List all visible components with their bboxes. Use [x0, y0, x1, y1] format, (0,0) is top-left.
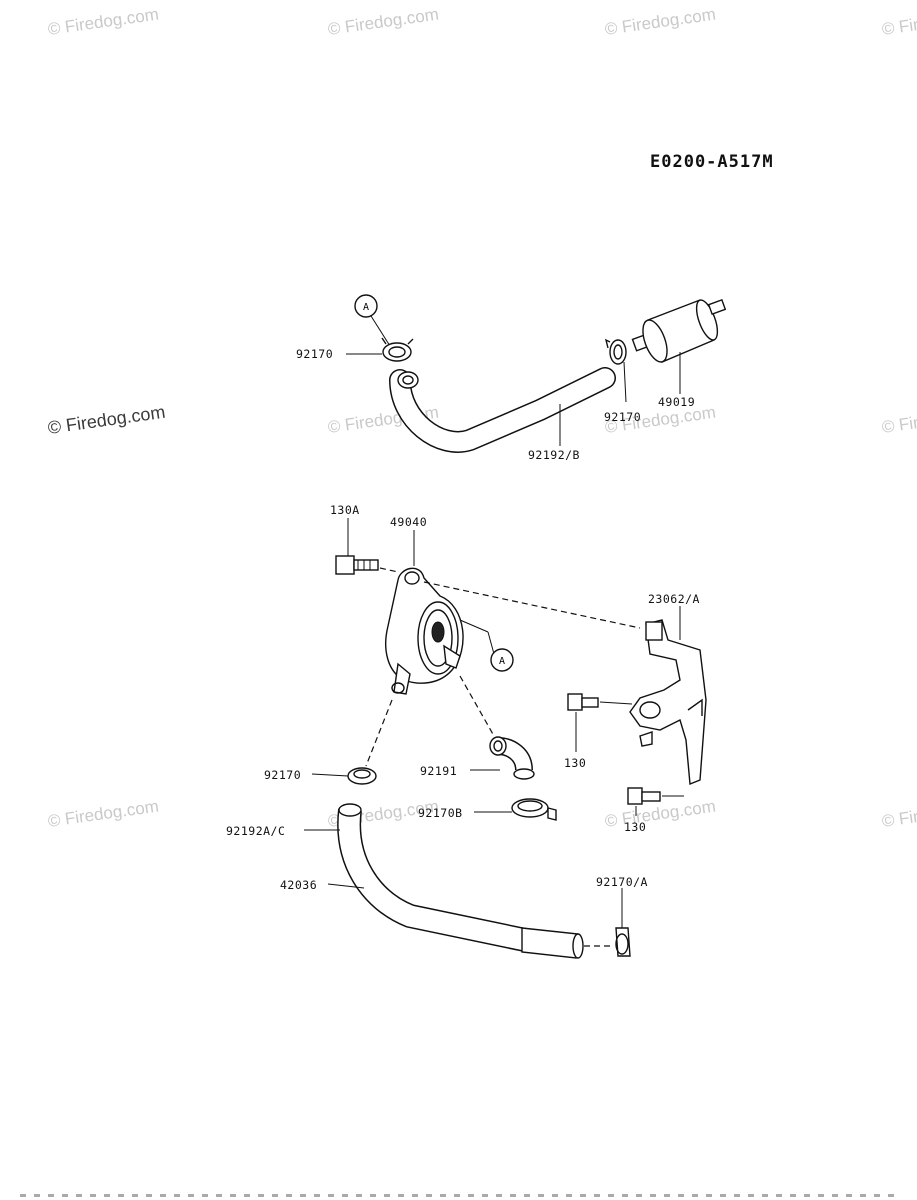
fuel-pump-icon: [385, 530, 641, 695]
part-label-42036: 42036: [280, 878, 318, 892]
fuel-hose-icon: [389, 367, 616, 453]
bracket-icon: [629, 606, 707, 785]
clamp-icon: [584, 888, 631, 957]
fuel-hose-icon: [304, 803, 584, 959]
part-label-130-lower: 130: [624, 820, 647, 834]
part-label-49019: 49019: [658, 395, 696, 409]
clamp-icon: [604, 338, 627, 403]
elbow-hose-icon: [470, 736, 535, 780]
svg-text:A: A: [499, 656, 505, 667]
part-label-130a: 130A: [330, 503, 360, 517]
callout-a-lower: A: [490, 648, 514, 672]
part-label-23062-a: 23062/A: [648, 592, 700, 606]
part-label-49040: 49040: [390, 515, 428, 529]
part-label-92192-b: 92192/B: [528, 448, 580, 462]
svg-text:A: A: [363, 302, 369, 313]
page-edge-marks: [20, 1194, 897, 1197]
part-label-92191: 92191: [420, 764, 458, 778]
clamp-icon: [346, 337, 414, 362]
part-label-92170-top-left: 92170: [296, 347, 334, 361]
bolt-icon: [335, 518, 399, 575]
diagram-code: E0200-A517M: [650, 152, 774, 172]
part-label-92170-a: 92170/A: [596, 875, 648, 889]
bolt-icon: [627, 787, 684, 816]
part-label-92170-top-right: 92170: [604, 410, 642, 424]
clamp-icon: [311, 699, 393, 785]
part-label-92170b: 92170B: [418, 806, 463, 820]
fuel-filter-icon: [631, 299, 727, 394]
callout-a-top: A: [354, 294, 391, 347]
part-label-92192a-c: 92192A/C: [226, 824, 286, 838]
part-label-92170-mid: 92170: [264, 768, 302, 782]
clamp-icon: [474, 798, 557, 821]
bolt-icon: [567, 693, 633, 752]
part-label-130-upper: 130: [564, 756, 587, 770]
